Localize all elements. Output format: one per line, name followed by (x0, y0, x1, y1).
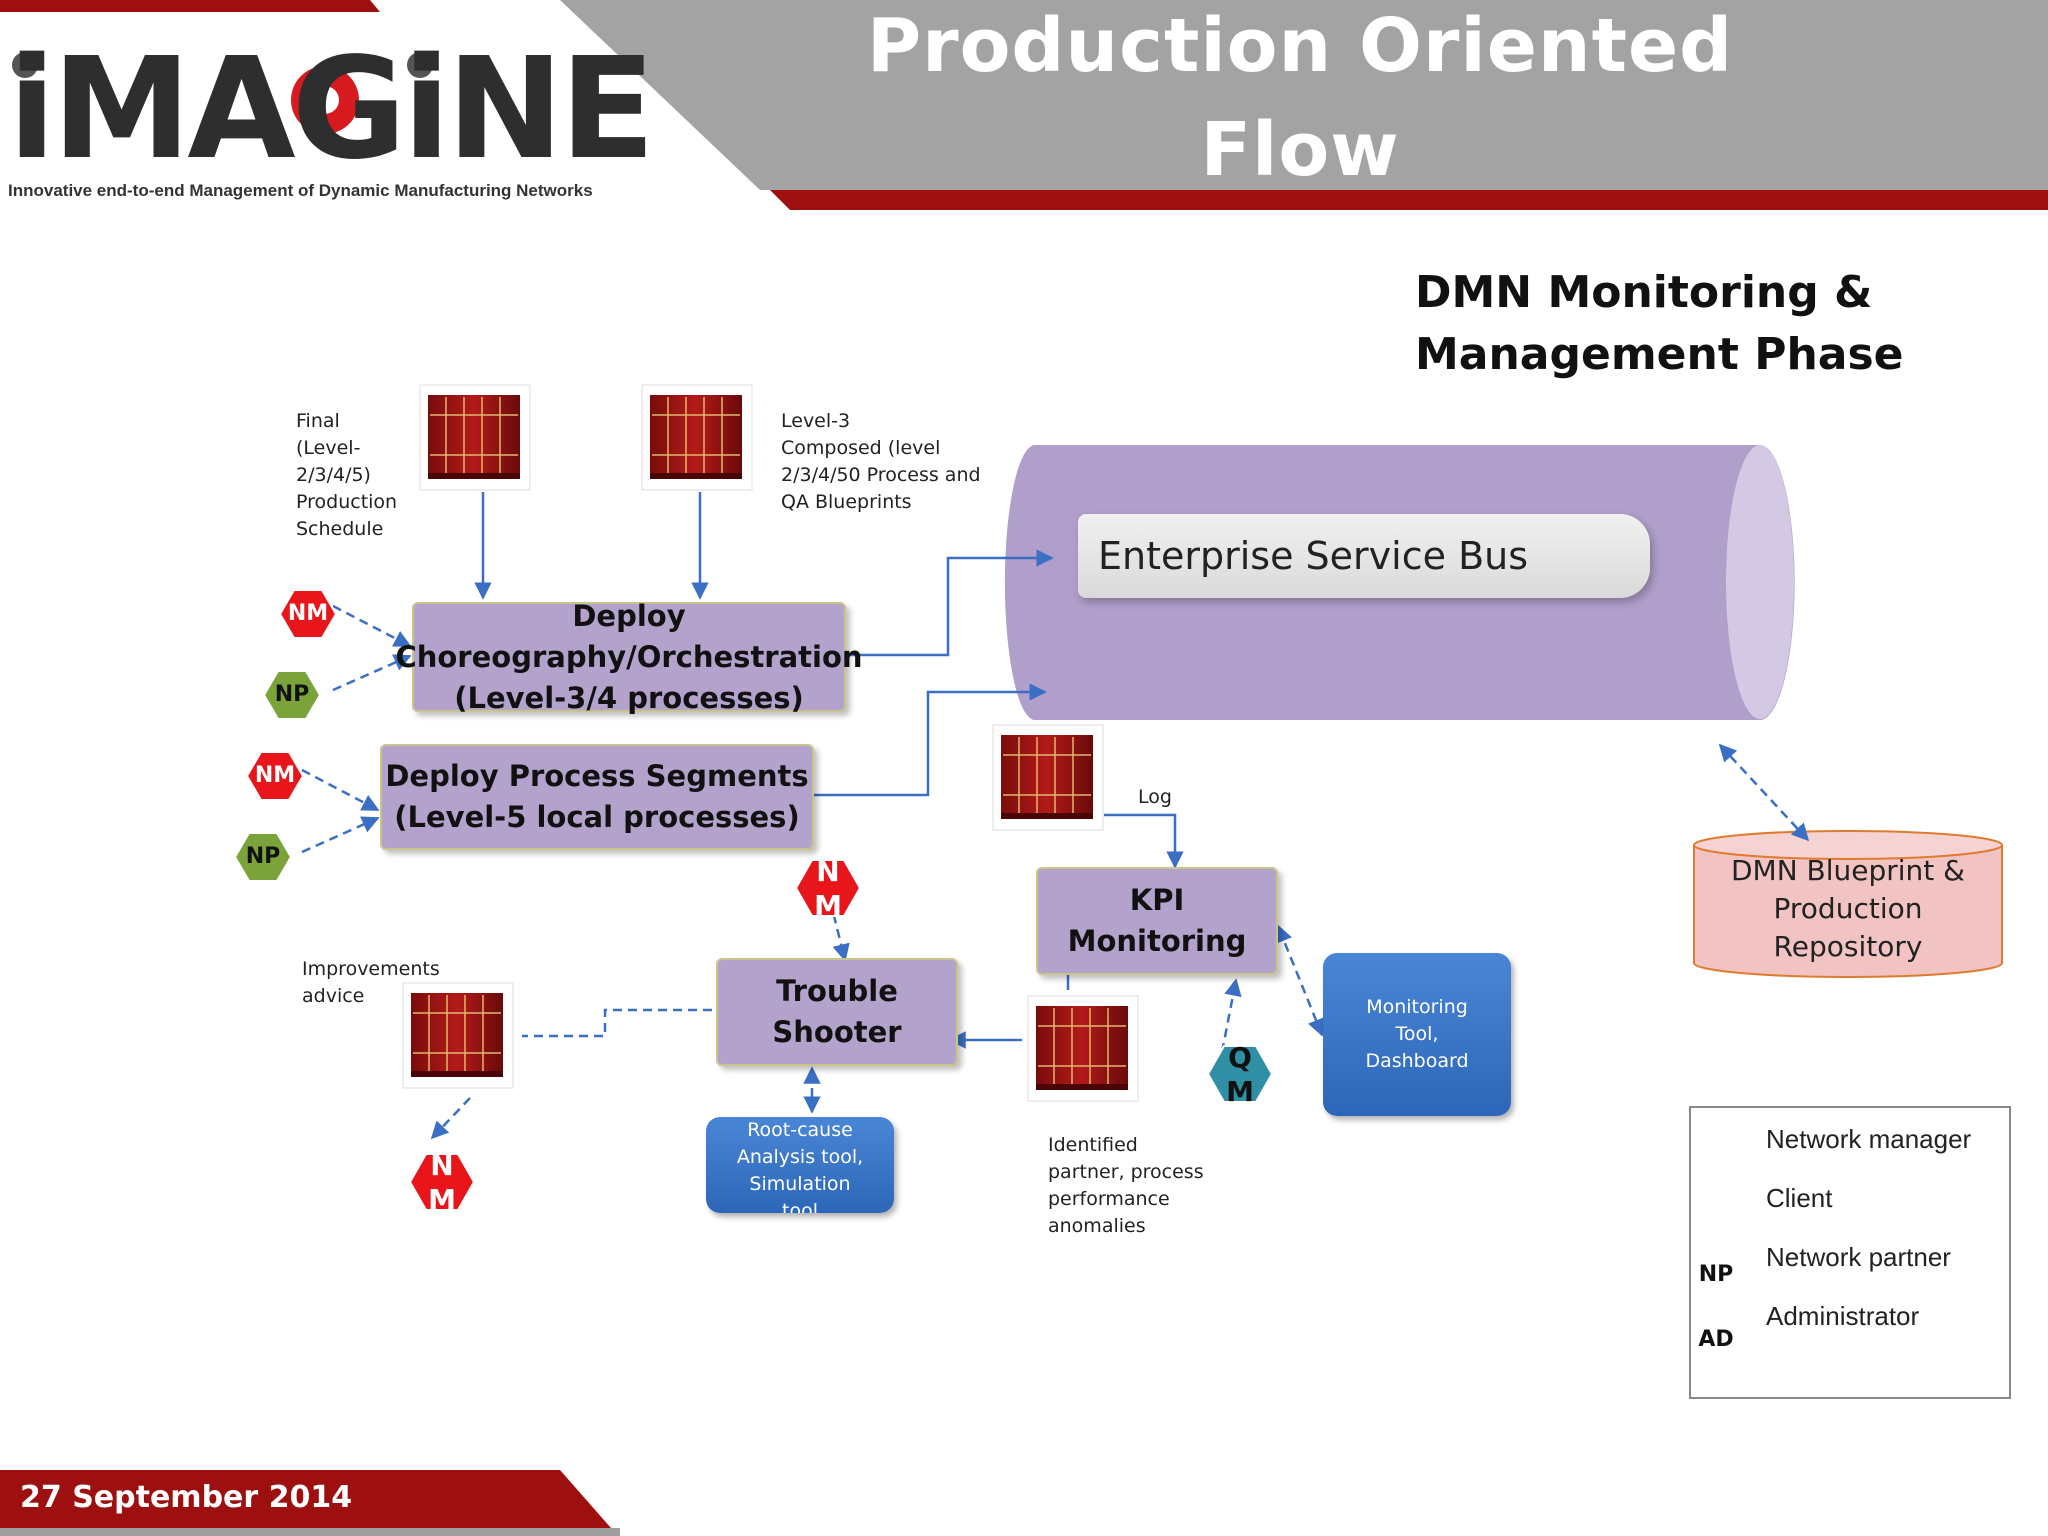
qm-hex-icon (1206, 1045, 1274, 1103)
legend-label-network-manager: Network manager (1766, 1124, 1972, 1154)
repository-label: DMN Blueprint & Production Repository (1730, 854, 1966, 963)
nm-hex-icon (794, 859, 862, 917)
np-hex-icon (262, 670, 322, 720)
slide-title: Production Oriented Flow Phase 3 (760, 0, 1840, 306)
legend (1689, 1106, 2011, 1399)
slide-title-line2: Phase 3 (1132, 211, 1468, 297)
esb-label: Enterprise Service Bus (1078, 514, 1650, 598)
note-final-schedule: Final (Level- 2/3/4/5) Production Schedu… (296, 410, 398, 540)
kpi-monitoring-box: KPI Monitoring (1036, 867, 1278, 975)
nm-hex-icon (408, 1153, 476, 1211)
legend-label-administrator: Administrator (1766, 1301, 1920, 1331)
nm-hex-icon (245, 751, 305, 801)
note-log: Log (1138, 786, 1172, 808)
book-stack-icon (1027, 995, 1139, 1102)
dashed-connectors (301, 604, 1810, 1140)
phase-title-line2: Management Phase (1415, 329, 1904, 380)
book-stack-icon (641, 384, 753, 491)
note-level3-blueprints: Level-3 Composed (level 2/3/4/50 Process… (781, 410, 981, 513)
monitoring-tool-box: Monitoring Tool, Dashboard (1323, 953, 1511, 1116)
footer-date: 27 September 2014 (20, 1480, 353, 1515)
logo-wordmark: iMAGiNE (8, 28, 655, 191)
footer-band (0, 1470, 620, 1536)
slide-title-line1: Production Oriented Flow (866, 3, 1734, 193)
trouble-shooter-box: Trouble Shooter (716, 958, 958, 1066)
deploy-choreography-box: Deploy Choreography/Orchestration (Level… (395, 598, 863, 715)
np-hex-icon (233, 832, 293, 882)
legend-label-client: Client (1766, 1183, 1833, 1213)
phase-title-line1: DMN Monitoring & (1415, 267, 1873, 318)
phase-title: DMN Monitoring & Management Phase (1415, 262, 1904, 386)
note-improvements: Improvements advice (302, 958, 440, 1007)
root-cause-tool-box: Root-cause Analysis tool, Simulation too… (706, 1117, 894, 1213)
book-stack-icon (419, 384, 531, 491)
nm-hex-icon (278, 589, 338, 639)
header-band (0, 0, 2048, 210)
connector-lines (474, 492, 1184, 1049)
book-stack-icon (992, 724, 1104, 831)
deploy-segments-box: Deploy Process Segments (Level-5 local p… (380, 744, 814, 850)
note-anomalies: Identified partner, process performance … (1048, 1134, 1204, 1237)
legend-label-network-partner: Network partner (1766, 1242, 1951, 1272)
logo-tagline: Innovative end-to-end Management of Dyna… (8, 181, 593, 200)
logo-gear-icon (12, 52, 433, 134)
